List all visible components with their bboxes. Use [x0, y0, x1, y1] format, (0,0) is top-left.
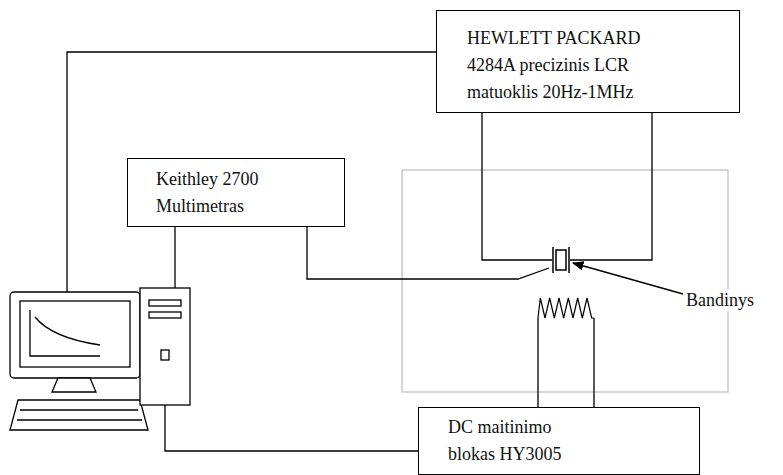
callout-label: Bandinys [684, 289, 756, 311]
heater-lead [537, 318, 538, 407]
monitor-stand [52, 378, 96, 392]
keyboard [10, 400, 148, 430]
box-label: HEWLETT PACKARD 4284A precizinis LCR mat… [467, 25, 657, 106]
drive-slot [149, 300, 181, 306]
box-label: Keithley 2700 Multimetras [156, 166, 291, 220]
keyboard-row [17, 419, 142, 420]
graph-curve [35, 317, 100, 345]
thermocouple-wire [307, 225, 549, 279]
instrument-box: Keithley 2700 Multimetras [127, 158, 345, 227]
electrode-plate [568, 247, 570, 273]
lcr-sample-wire [482, 107, 552, 260]
electrode-plate [552, 247, 554, 273]
instrument-box: HEWLETT PACKARD 4284A precizinis LCR mat… [436, 10, 740, 113]
pc-tower [140, 288, 190, 405]
heater-coil [538, 298, 594, 318]
heater-coil-winding [538, 298, 594, 318]
graph-axes [30, 310, 100, 356]
chamber-outline [402, 170, 728, 392]
leader-arrow [573, 263, 683, 294]
heater-lead [593, 318, 594, 407]
power-button [161, 350, 169, 360]
psu-pc-wire [165, 405, 418, 451]
instrument-box: DC maitinimo blokas HY3005 [418, 407, 700, 475]
monitor-screen [20, 301, 130, 367]
keyboard-row [20, 409, 138, 410]
drive-slot [149, 312, 181, 318]
sample-body [556, 250, 566, 270]
monitor [10, 292, 140, 378]
lcr-sample-wire [570, 107, 652, 260]
lcr-pc-wire [67, 52, 436, 292]
multimeter-pc-wire [174, 225, 175, 290]
box-label: DC maitinimo blokas HY3005 [448, 414, 588, 468]
